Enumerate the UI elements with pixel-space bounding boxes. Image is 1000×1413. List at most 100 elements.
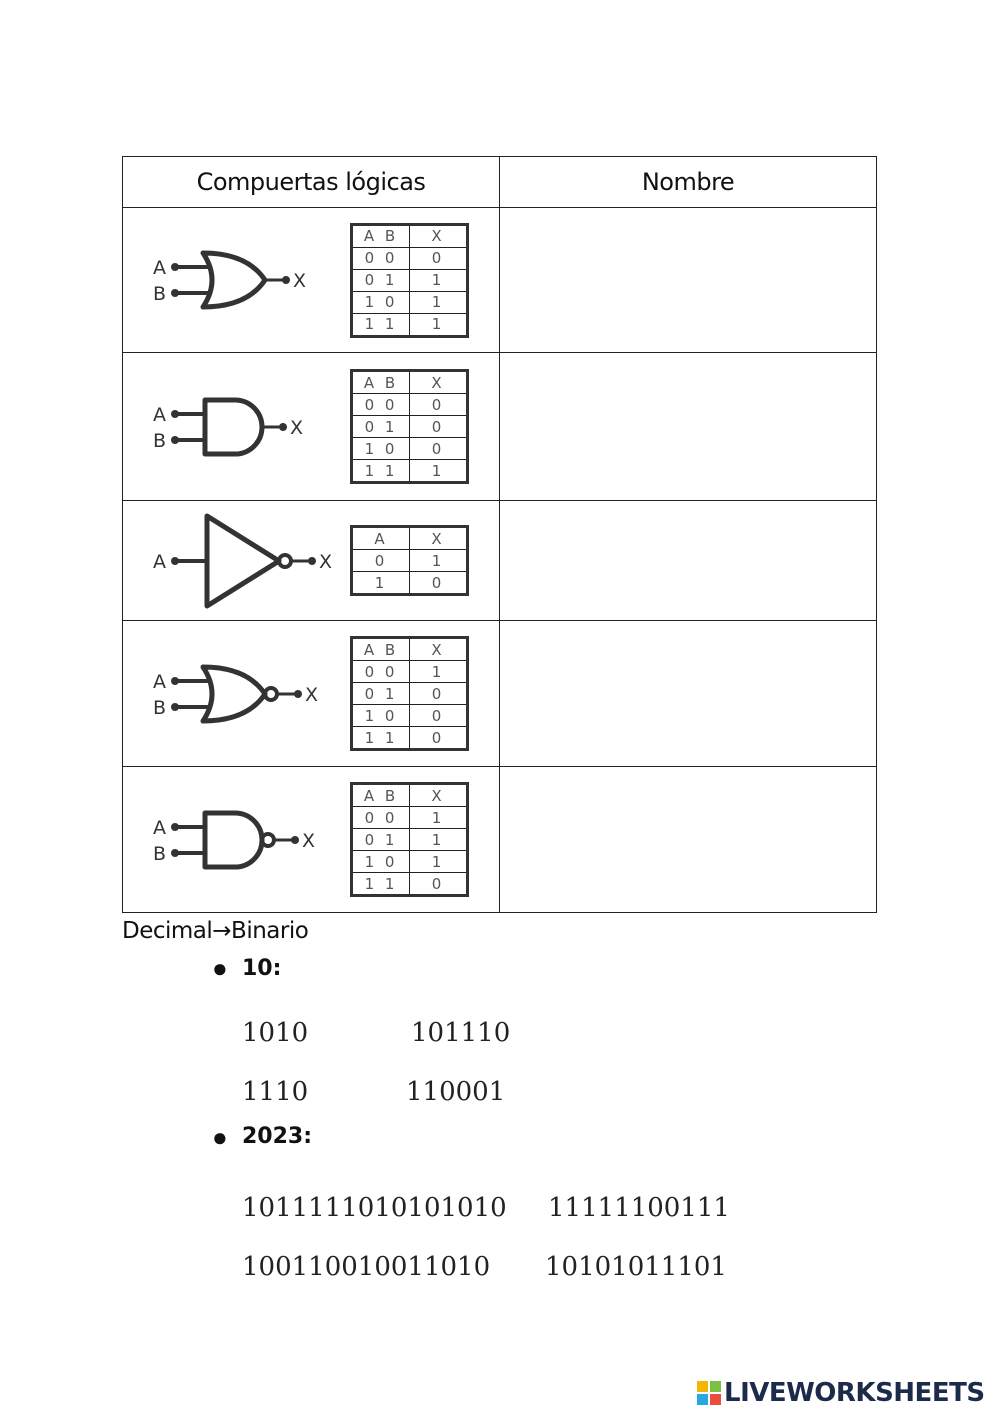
truth-table-cell: 0 0 bbox=[351, 660, 410, 683]
nor-gate-icon: ABX bbox=[153, 664, 318, 723]
logo-text: LIVEWORKSHEETS bbox=[724, 1378, 985, 1408]
output-label: X bbox=[290, 417, 303, 439]
output-dot bbox=[282, 276, 290, 284]
output-label: X bbox=[305, 684, 318, 706]
input-dot bbox=[171, 435, 179, 444]
input-b-label: B bbox=[153, 430, 166, 452]
table-header-row: Compuertas lógicas Nombre bbox=[122, 156, 877, 208]
truth-table-cell: 0 bbox=[409, 726, 468, 750]
input-b-label: B bbox=[153, 283, 166, 305]
or-gate-icon: ABX bbox=[153, 250, 306, 310]
truth-table-header-cell: A B bbox=[351, 223, 410, 248]
truth-table-cell: 0 bbox=[409, 571, 468, 595]
logo-mark-icon bbox=[697, 1381, 721, 1405]
answer-option[interactable]: 101110 bbox=[411, 1018, 511, 1048]
truth-table-cell: 0 bbox=[409, 246, 468, 270]
input-dot bbox=[171, 702, 179, 711]
gate-body bbox=[202, 810, 265, 869]
truth-table-header-cell: X bbox=[409, 526, 468, 550]
answer-option[interactable]: 1110 bbox=[242, 1077, 309, 1107]
answer-option[interactable]: 10101011101 bbox=[545, 1252, 727, 1282]
output-label: X bbox=[302, 830, 315, 852]
truth-table-cell: 0 bbox=[409, 704, 468, 727]
gate-name-answer-cell[interactable] bbox=[499, 500, 877, 621]
truth-table-cell: 1 1 bbox=[351, 872, 410, 896]
truth-table-cell: 0 1 bbox=[351, 682, 410, 705]
truth-table-cell: 0 0 bbox=[351, 246, 410, 270]
truth-table-cell: 1 0 bbox=[351, 850, 410, 873]
truth-table-cell: 0 1 bbox=[351, 828, 410, 851]
answer-option[interactable]: 11111100111 bbox=[548, 1193, 730, 1223]
negation-bubble bbox=[263, 685, 279, 702]
nand-gate-icon: ABX bbox=[153, 810, 315, 869]
truth-table-cell: 1 bbox=[409, 290, 468, 314]
gate-name-answer-cell[interactable] bbox=[499, 352, 877, 501]
truth-table-header-cell: X bbox=[409, 223, 468, 248]
negation-bubble bbox=[277, 552, 293, 569]
input-dot bbox=[171, 556, 179, 565]
truth-table-header-cell: X bbox=[409, 637, 468, 661]
truth-table-cell: 0 bbox=[409, 415, 468, 438]
input-b-label: B bbox=[153, 843, 166, 865]
answer-option[interactable]: 1011111010101010 bbox=[242, 1193, 507, 1223]
truth-table-cell: 0 bbox=[409, 872, 468, 896]
section-title: Decimal→Binario bbox=[122, 918, 309, 944]
truth-table-header-cell: X bbox=[409, 783, 468, 807]
input-b-label: B bbox=[153, 697, 166, 719]
truth-table-header-cell: A B bbox=[351, 370, 410, 394]
answer-option[interactable]: 1010 bbox=[242, 1018, 309, 1048]
answer-option[interactable]: 100110010011010 bbox=[242, 1252, 491, 1282]
gate-body bbox=[202, 397, 265, 456]
input-a-label: A bbox=[153, 257, 166, 279]
truth-table-cell: 0 bbox=[409, 682, 468, 705]
question-label: 10: bbox=[242, 956, 282, 981]
gate-body bbox=[200, 250, 268, 310]
output-dot bbox=[294, 689, 302, 698]
truth-table-cell: 1 bbox=[409, 549, 468, 572]
and-gate-icon: ABX bbox=[153, 397, 303, 456]
truth-table-header-cell: A B bbox=[351, 783, 410, 807]
bullet-icon: ● bbox=[212, 953, 228, 983]
gate-name-answer-cell[interactable] bbox=[499, 620, 877, 767]
truth-table-cell: 1 0 bbox=[351, 290, 410, 314]
truth-table-cell: 1 1 bbox=[351, 459, 410, 483]
input-a-label: A bbox=[153, 551, 166, 573]
truth-table-cell: 1 bbox=[351, 571, 410, 595]
gate-name-answer-cell[interactable] bbox=[499, 207, 877, 353]
output-dot bbox=[291, 835, 299, 844]
truth-table-cell: 1 1 bbox=[351, 312, 410, 337]
answer-option[interactable]: 110001 bbox=[406, 1077, 506, 1107]
gate-name-answer-cell[interactable] bbox=[499, 766, 877, 913]
input-dot bbox=[171, 822, 179, 831]
truth-table-header-cell: X bbox=[409, 370, 468, 394]
input-dot bbox=[171, 676, 179, 685]
truth-table-cell: 0 0 bbox=[351, 393, 410, 416]
truth-table-cell: 1 bbox=[409, 850, 468, 873]
